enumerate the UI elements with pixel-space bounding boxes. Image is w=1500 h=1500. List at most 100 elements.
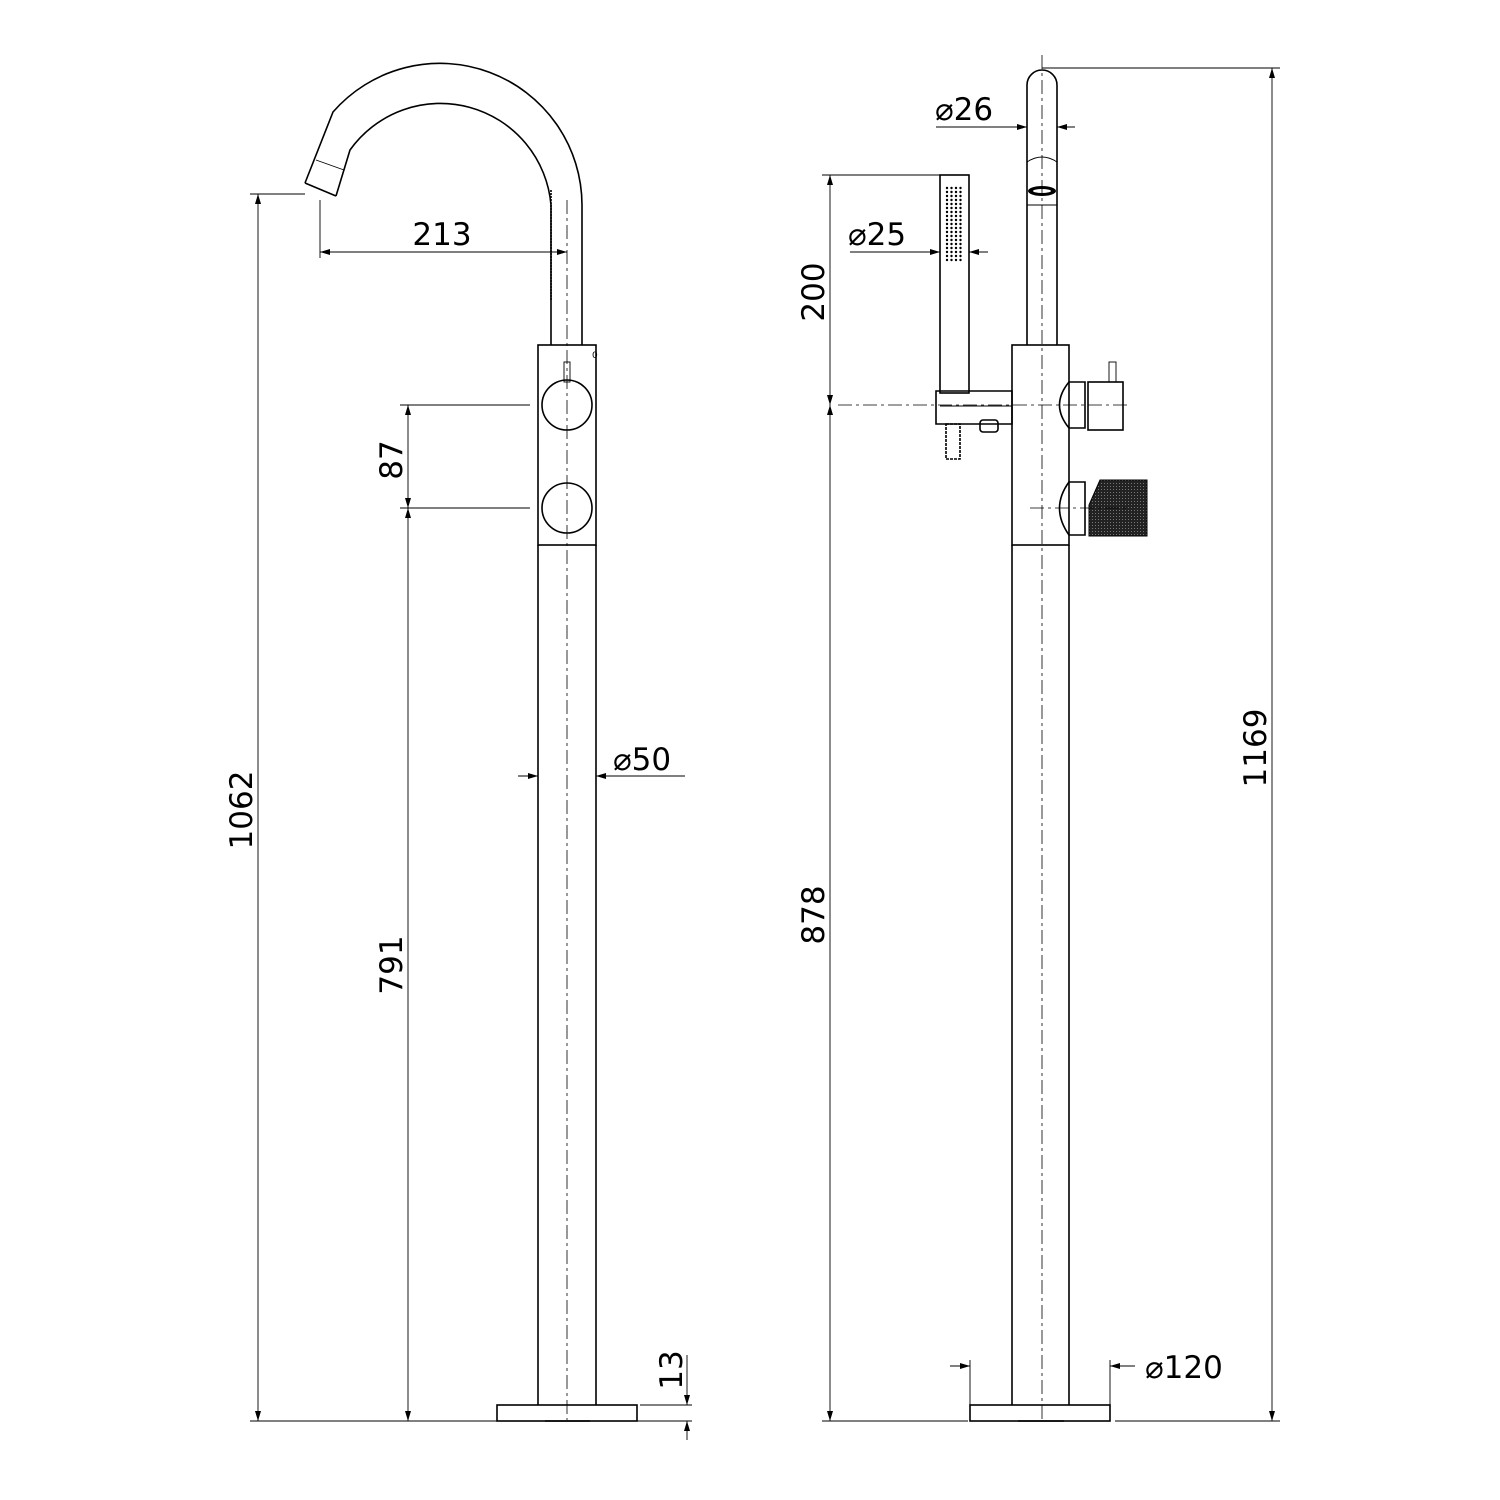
spray-nozzle-dot — [954, 246, 958, 250]
side-view: 1169 200 878 ⌀26 ⌀25 ⌀120 — [796, 55, 1280, 1422]
spray-nozzle-dot — [945, 226, 949, 230]
dimensions-side: 1169 200 878 ⌀26 ⌀25 ⌀120 — [796, 67, 1280, 1422]
spray-nozzle-dot — [954, 214, 958, 218]
spray-nozzle-dot — [959, 258, 962, 262]
spray-nozzle-dot — [954, 258, 958, 262]
spray-nozzle-dot — [954, 250, 958, 254]
spray-nozzle-dot — [950, 246, 953, 250]
spray-nozzle-dot — [945, 214, 949, 218]
dim-handshower-length: 200 — [796, 262, 832, 321]
dimensions-front: 1062 87 791 213 ⌀50 13 — [224, 193, 692, 1440]
spray-nozzle-dot — [954, 254, 958, 258]
spray-nozzle-dot — [959, 238, 962, 242]
spray-nozzle-dot — [950, 198, 953, 202]
spray-nozzle-dot — [959, 218, 962, 222]
knob-mark: 0 — [592, 351, 598, 361]
spray-nozzle-dot — [945, 238, 949, 242]
dim-total-height-side: 1169 — [1238, 709, 1274, 788]
spray-nozzle-dot — [959, 214, 962, 218]
spray-nozzle-dot — [950, 226, 953, 230]
spray-nozzle-dot — [959, 186, 962, 190]
spray-nozzle-dot — [950, 258, 953, 262]
spray-nozzle-dot — [959, 226, 962, 230]
dim-spout-reach: 213 — [412, 217, 471, 253]
dim-total-height: 1062 — [224, 771, 260, 850]
spray-nozzle-dot — [959, 242, 962, 246]
spray-nozzle-dot — [945, 230, 949, 234]
spray-nozzle-dot — [945, 190, 949, 194]
mixer-body: 0 — [537, 344, 598, 546]
spray-nozzle-dot — [954, 230, 958, 234]
spray-nozzle-dot — [950, 242, 953, 246]
spray-nozzle-dot — [945, 198, 949, 202]
spray-nozzle-dot — [945, 186, 949, 190]
spray-nozzle-dot — [950, 230, 953, 234]
spray-nozzle-dot — [959, 210, 962, 214]
spray-nozzle-dot — [959, 194, 962, 198]
spray-nozzle-dot — [945, 242, 949, 246]
base-plate-side — [969, 1404, 1111, 1422]
spray-nozzle-dot — [945, 234, 949, 238]
spray-nozzle-dot — [950, 206, 953, 210]
spray-nozzle-dot — [959, 254, 962, 258]
spray-nozzle-dot — [945, 218, 949, 222]
dim-lower-knob-height: 791 — [374, 935, 410, 994]
spray-nozzle-dot — [945, 210, 949, 214]
dim-base-thickness: 13 — [654, 1350, 690, 1389]
spray-nozzle-dot — [945, 250, 949, 254]
dim-knob-spacing: 87 — [374, 440, 410, 479]
spray-nozzle-dot — [945, 206, 949, 210]
dim-holder-height: 878 — [796, 885, 832, 944]
spray-nozzle-dot — [954, 206, 958, 210]
spray-nozzle-dot — [954, 186, 958, 190]
spray-nozzle-dot — [945, 246, 949, 250]
spout — [304, 62, 583, 345]
spray-nozzle-dot — [954, 210, 958, 214]
front-view: 0 1062 87 791 213 ⌀50 — [224, 62, 692, 1440]
spray-nozzle-dot — [950, 210, 953, 214]
spray-nozzle-dot — [959, 222, 962, 226]
spray-nozzle-dot — [945, 222, 949, 226]
dim-column-diameter: ⌀50 — [613, 742, 671, 778]
spray-nozzle-dot — [954, 198, 958, 202]
spray-nozzle-dot — [945, 258, 949, 262]
spray-nozzle-dot — [959, 206, 962, 210]
dim-base-diameter: ⌀120 — [1145, 1350, 1223, 1386]
spray-nozzle-dot — [950, 214, 953, 218]
spray-nozzle-dot — [954, 242, 958, 246]
spray-nozzle-dot — [954, 238, 958, 242]
spray-nozzle-dot — [950, 202, 953, 206]
spray-nozzle-dot — [945, 202, 949, 206]
spray-nozzle-dot — [954, 202, 958, 206]
spray-nozzle-dot — [959, 198, 962, 202]
dim-spout-diameter: ⌀26 — [935, 92, 993, 128]
spray-nozzle-dot — [950, 222, 953, 226]
spray-nozzle-dot — [954, 190, 958, 194]
spray-nozzle-dot — [950, 234, 953, 238]
spray-nozzle-dot — [954, 218, 958, 222]
spray-nozzle-dot — [954, 234, 958, 238]
spray-nozzle-dot — [950, 254, 953, 258]
spray-nozzle-dot — [959, 234, 962, 238]
spray-nozzle-dot — [945, 194, 949, 198]
spray-nozzle-dot — [959, 190, 962, 194]
column-side — [838, 55, 1130, 1422]
spray-nozzle-dot — [954, 222, 958, 226]
column — [496, 200, 638, 1422]
spray-nozzle-dot — [959, 202, 962, 206]
spray-nozzle-dot — [950, 250, 953, 254]
spray-nozzle-dot — [954, 194, 958, 198]
spray-nozzle-dot — [959, 230, 962, 234]
spray-nozzle-dot — [950, 186, 953, 190]
mixer-body-side — [1011, 344, 1148, 546]
spray-nozzle-dot — [959, 250, 962, 254]
spray-nozzle-dot — [959, 246, 962, 250]
spray-nozzle-dot — [950, 238, 953, 242]
dim-handshower-diameter: ⌀25 — [848, 217, 906, 253]
spray-nozzle-dot — [950, 218, 953, 222]
spray-nozzle-dot — [945, 254, 949, 258]
hand-shower — [935, 174, 1013, 460]
spray-nozzle-dot — [950, 194, 953, 198]
spray-nozzle-dot — [950, 190, 953, 194]
